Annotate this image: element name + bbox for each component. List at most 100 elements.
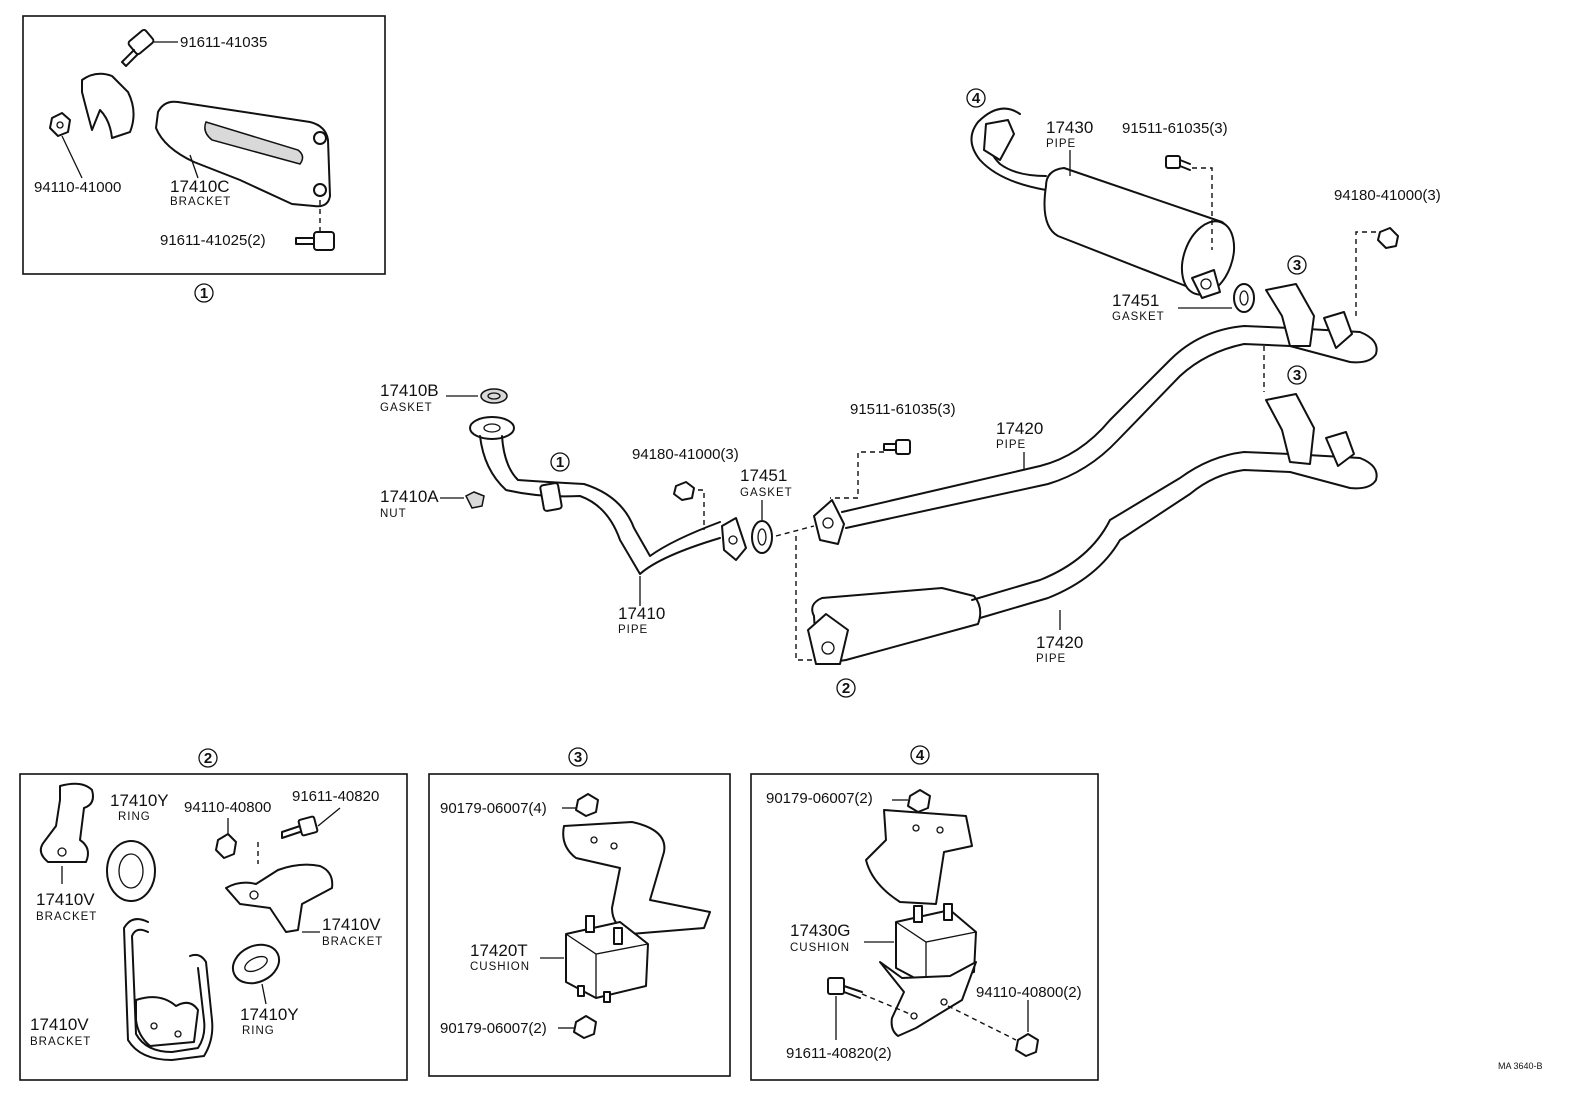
bracket-17410v-wire-inner: [131, 928, 206, 1053]
part-number-94180-41000: 94180-41000(3): [632, 446, 739, 463]
center-pipe-17420-lower-a: [971, 451, 1291, 601]
part-number-17410a: 17410A: [380, 487, 439, 506]
ring-17410y-icon: [106, 840, 156, 902]
center-pipe-17420-upper-b: [845, 343, 1291, 529]
pipe-flange-icon: [807, 613, 849, 665]
diagram-code: MA 3640-B: [1498, 1061, 1543, 1071]
part-name-cushion: CUSHION: [790, 942, 850, 954]
marker-number: 2: [842, 680, 850, 697]
inset-4-frame: [750, 773, 1099, 1081]
pipe-end-upper: [1289, 327, 1378, 364]
marker-number: 3: [1293, 367, 1301, 384]
part-number-91611-41025: 91611-41025(2): [160, 232, 266, 249]
marker-number: 1: [556, 454, 564, 471]
part-number-94110-41000: 94110-41000: [34, 179, 121, 196]
hanger-bracket-icon: [1265, 393, 1315, 465]
inset-3-cushion-group: 3 90179-06007(4) 17420T CUSHION 90179-06…: [428, 747, 731, 1077]
part-name-pipe: PIPE: [1036, 653, 1066, 665]
part-number-17410v: 17410V: [30, 1015, 89, 1034]
bolt-icon: [827, 977, 863, 999]
pipe-clamp-icon: [539, 482, 563, 512]
part-number-91611-40820: 91611-40820(2): [786, 1045, 892, 1062]
marker-number: 4: [916, 747, 925, 764]
part-name-gasket: GASKET: [1112, 311, 1165, 323]
part-number-90179-06007: 90179-06007(2): [766, 790, 873, 807]
marker-circle-3: [568, 747, 588, 767]
bolt-icon: [1165, 155, 1191, 171]
leader-line: [61, 135, 83, 179]
marker-circle-2: [198, 748, 218, 768]
bracket-17410v-icon: [225, 863, 334, 933]
flange-nut-icon: [907, 789, 931, 813]
part-number-91511-61035: 91511-61035(3): [1122, 120, 1228, 137]
main-exhaust-assembly: 17410B GASKET 17410A NUT 17410 PIPE 1 94…: [380, 88, 1441, 698]
part-name-bracket: BRACKET: [30, 1036, 91, 1048]
center-pipe-17420-upper-a: [841, 325, 1291, 513]
part-number-17410: 17410: [618, 604, 665, 623]
hex-nut-icon: [215, 833, 237, 859]
pipe-flange-icon: [469, 416, 515, 440]
inset-1-bracket-group: 91611-41035 94110-41000 17410C BRACKET 9…: [22, 15, 386, 303]
part-number-94110-40800: 94110-40800: [184, 799, 271, 816]
part-name-gasket: GASKET: [380, 402, 433, 414]
rubber-mount-icon: [1325, 431, 1355, 467]
bracket-17410v-icon: [39, 782, 94, 863]
marker-number: 4: [972, 90, 981, 107]
part-name-pipe: PIPE: [996, 439, 1026, 451]
part-number-17430: 17430: [1046, 118, 1093, 137]
part-name-cushion: CUSHION: [470, 961, 530, 973]
hanger-bracket-icon: [865, 809, 973, 905]
pipe-flange-icon: [1191, 269, 1221, 299]
part-number-17410b: 17410B: [380, 381, 439, 400]
bolt-icon: [121, 29, 155, 67]
marker-circle-1: [550, 452, 570, 472]
marker-circle-3: [1287, 255, 1307, 275]
gasket-17451-icon: [1233, 283, 1255, 313]
bolt-icon: [295, 231, 335, 251]
part-number-17430g: 17430G: [790, 921, 851, 940]
part-number-94110-40800: 94110-40800(2): [976, 984, 1082, 1001]
part-name-pipe: PIPE: [1046, 138, 1076, 150]
marker-number: 2: [204, 750, 212, 767]
part-number-17420: 17420: [1036, 633, 1083, 652]
marker-circle-2: [836, 678, 856, 698]
inset-1-frame: [22, 15, 386, 275]
bracket-17410v-plate-icon: [135, 996, 199, 1047]
part-number-17451: 17451: [740, 466, 787, 485]
hex-nut-icon: [49, 112, 71, 137]
part-name-bracket: BRACKET: [36, 911, 97, 923]
part-name-bracket: BRACKET: [170, 196, 231, 208]
part-name-gasket: GASKET: [740, 487, 793, 499]
exhaust-clamp-icon: [81, 72, 135, 139]
center-pipe-17420-lower-b: [979, 469, 1291, 619]
hex-nut-icon: [1015, 1033, 1039, 1057]
rubber-mount-icon: [1323, 311, 1353, 349]
part-number-17410y: 17410Y: [240, 1005, 299, 1024]
part-number-90179-06007: 90179-06007(2): [440, 1020, 547, 1037]
inset-2-bracket-ring-group: 2 17410V BRACKET 17410Y RING 94110-40800…: [19, 748, 408, 1081]
front-pipe-17410-outline-a: [479, 435, 721, 575]
part-number-91511-61035: 91511-61035(3): [850, 401, 956, 418]
marker-circle-1: [194, 283, 214, 303]
pipe-flange-icon: [721, 517, 747, 561]
bracket-17410v-wire-outer: [123, 918, 214, 1061]
part-name-ring: RING: [118, 811, 151, 823]
ring-17410y-icon: [231, 943, 281, 985]
part-name-ring: RING: [242, 1025, 275, 1037]
part-number-90179-06007: 90179-06007(4): [440, 800, 547, 817]
part-number-17410v: 17410V: [36, 890, 95, 909]
part-number-17410v: 17410V: [322, 915, 381, 934]
part-number-94180-41000: 94180-41000(3): [1334, 187, 1441, 204]
part-number-17451: 17451: [1112, 291, 1159, 310]
cushion-17420t-icon: [565, 921, 649, 999]
mounting-bracket-icon: [879, 961, 977, 1037]
bolt-icon: [281, 815, 319, 839]
bracket-17410c-icon: [155, 100, 331, 208]
inset-3-frame: [428, 773, 731, 1077]
flange-nut-icon: [575, 793, 599, 817]
pipe-flange-icon: [813, 499, 845, 545]
bolt-icon: [883, 439, 911, 455]
part-number-17420: 17420: [996, 419, 1043, 438]
tail-pipe-outlet-a: [970, 107, 1047, 191]
